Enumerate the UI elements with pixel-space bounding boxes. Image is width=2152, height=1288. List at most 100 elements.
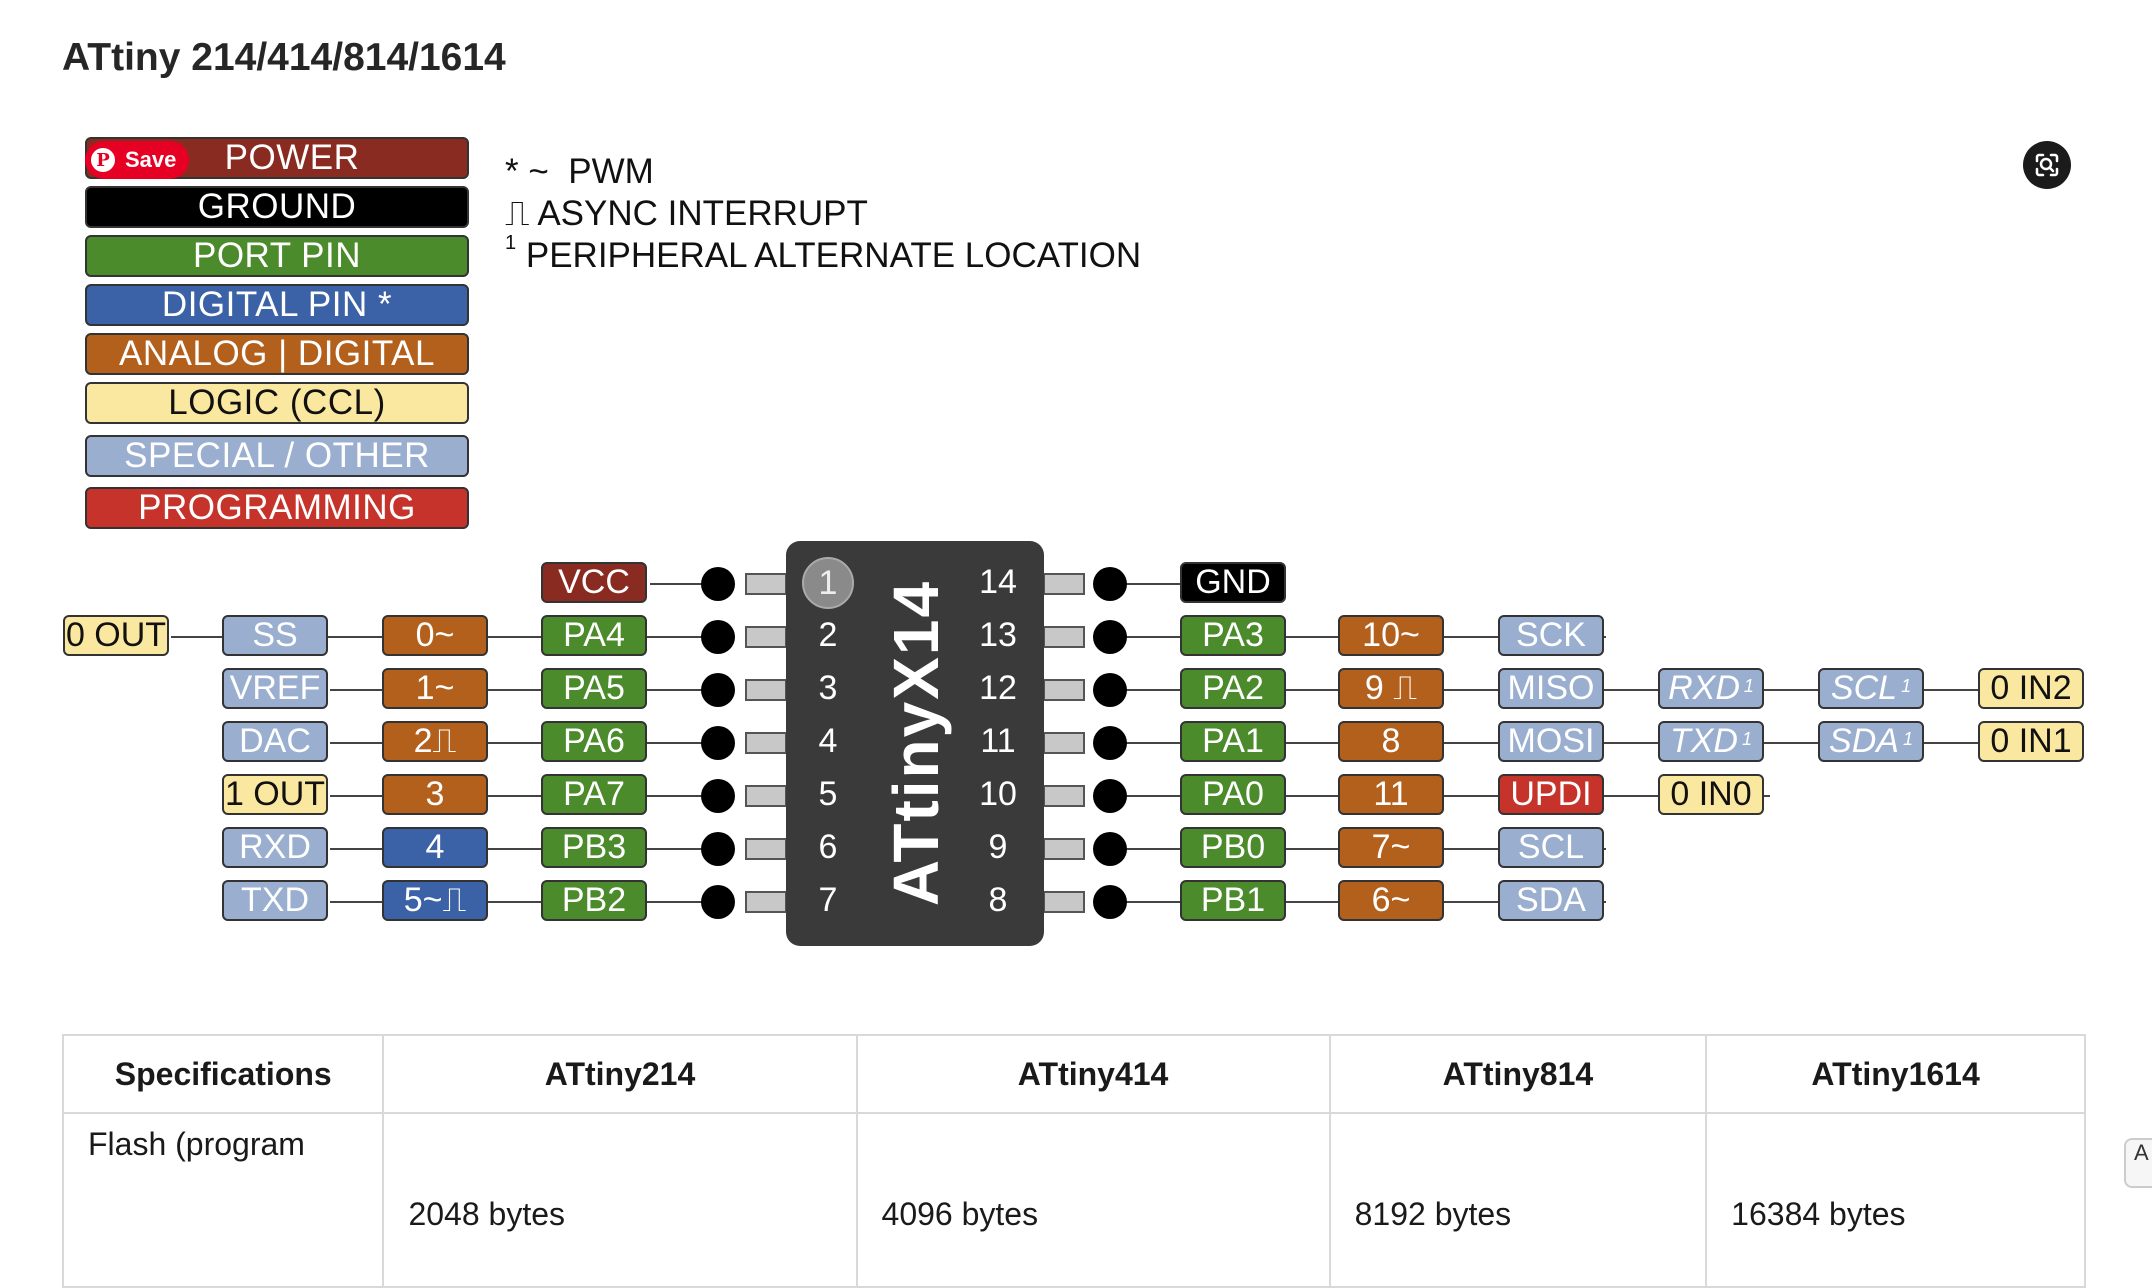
save-label: Save — [125, 147, 177, 172]
pin-digital-0: 0~ — [382, 615, 488, 656]
pin-txd-alt-label: TXD — [1669, 722, 1738, 760]
connector-line — [1110, 583, 1180, 585]
pin-pa3: PA3 — [1180, 615, 1286, 656]
pin-logic-0-out: 0 OUT — [63, 615, 169, 656]
pin-dot — [1093, 620, 1127, 654]
pin-dot — [1093, 885, 1127, 919]
pin-pa7: PA7 — [541, 774, 647, 815]
chip-label: ATtinyX14 — [880, 579, 952, 907]
pin-ss: SS — [222, 615, 328, 656]
pin-rxd-alt-label: RXD — [1668, 669, 1740, 707]
pin-vcc: VCC — [541, 562, 647, 603]
table-header: ATtiny1614 — [1705, 1034, 2086, 1114]
legend-port-pin: PORT PIN — [85, 235, 469, 277]
table-header: Specifications — [61, 1034, 385, 1114]
pin-digital-6: 6~ — [1338, 880, 1444, 921]
pin-digital-10: 10~ — [1338, 615, 1444, 656]
pin-scl-alt-label: SCL — [1830, 669, 1898, 707]
chip-pin-number: 9 — [988, 828, 1008, 866]
pin1-marker: 1 — [802, 557, 854, 609]
pin-pa5: PA5 — [541, 668, 647, 709]
pin-dac: DAC — [222, 721, 328, 762]
pin-miso: MISO — [1498, 668, 1604, 709]
connector-line — [330, 689, 721, 691]
legend-digital-pin: DIGITAL PIN * — [85, 284, 469, 326]
pin-dot — [1093, 673, 1127, 707]
pin-digital-3: 3 — [382, 774, 488, 815]
note-async: ⎍ ASYNC INTERRUPT — [505, 194, 868, 234]
pin-logic-0-in0: 0 IN0 — [1658, 774, 1764, 815]
chip-pin-number: 12 — [979, 669, 1017, 707]
chip-leg — [1043, 785, 1085, 807]
pin-logic-0-in1: 0 IN1 — [1978, 721, 2084, 762]
connector-line — [330, 901, 721, 903]
pin-gnd: GND — [1180, 562, 1286, 603]
pin-sck: SCK — [1498, 615, 1604, 656]
pin-sda: SDA — [1498, 880, 1604, 921]
alt-mark: 1 — [1901, 676, 1912, 696]
chip-leg — [1043, 891, 1085, 913]
legend-power-label: POWER — [224, 138, 360, 177]
pin-digital-1: 1~ — [382, 668, 488, 709]
pin-logic-0-in2: 0 IN2 — [1978, 668, 2084, 709]
connector-line — [650, 583, 721, 585]
chip-leg — [745, 891, 787, 913]
alt-symbol: 1 — [505, 232, 517, 254]
table-cell: 2048 bytes — [382, 1112, 858, 1288]
pin-dot — [1093, 726, 1127, 760]
table-cell: 16384 bytes — [1705, 1112, 2086, 1288]
chip-leg — [1043, 732, 1085, 754]
alt-mark: 1 — [1741, 729, 1752, 749]
visual-search-button[interactable] — [2023, 141, 2071, 189]
pin-mosi: MOSI — [1498, 721, 1604, 762]
pin-digital-2: 2⎍ — [382, 721, 488, 762]
pin-pa6: PA6 — [541, 721, 647, 762]
page-title: ATtiny 214/414/814/1614 — [62, 36, 506, 79]
chip-leg — [745, 785, 787, 807]
pin-digital-4: 4 — [382, 827, 488, 868]
pin-pb2: PB2 — [541, 880, 647, 921]
pin-pb3: PB3 — [541, 827, 647, 868]
pwm-symbol: * ~ — [505, 152, 549, 191]
pin-pa2: PA2 — [1180, 668, 1286, 709]
pin-dot — [701, 779, 735, 813]
legend-programming: PROGRAMMING — [85, 487, 469, 529]
pinterest-save-button[interactable]: P Save — [85, 141, 189, 179]
chip-leg — [745, 626, 787, 648]
alt-mark: 1 — [1743, 676, 1754, 696]
pin-scl: SCL — [1498, 827, 1604, 868]
pin-dot — [701, 726, 735, 760]
pin-pa0: PA0 — [1180, 774, 1286, 815]
pin-dot — [701, 620, 735, 654]
pin-digital-9: 9 ⎍ — [1338, 668, 1444, 709]
async-text: ASYNC INTERRUPT — [537, 194, 868, 233]
pin-vref: VREF — [222, 668, 328, 709]
chip-pin-number: 13 — [979, 616, 1017, 654]
chip-leg — [745, 732, 787, 754]
chip-pin-number: 4 — [818, 722, 838, 760]
pin-digital-8: 8 — [1338, 721, 1444, 762]
pin-dot — [1093, 567, 1127, 601]
chip-pin-number: 10 — [979, 775, 1017, 813]
pinterest-icon: P — [91, 148, 115, 172]
legend-analog-digital: ANALOG | DIGITAL — [85, 333, 469, 375]
pin-dot — [701, 885, 735, 919]
pin-txd: TXD — [222, 880, 328, 921]
pin-logic-1-out: 1 OUT — [222, 774, 328, 815]
chip-pin-number: 2 — [818, 616, 838, 654]
pin-dot — [701, 832, 735, 866]
pin-digital-11: 11 — [1338, 774, 1444, 815]
table-header: ATtiny214 — [382, 1034, 858, 1114]
chip-pin-number: 3 — [818, 669, 838, 707]
table-row: Flash (program 2048 bytes 4096 bytes 819… — [61, 1112, 2086, 1288]
pin-sda-alt-label: SDA — [1829, 722, 1899, 760]
edge-button[interactable]: A — [2124, 1138, 2152, 1188]
pin-digital-7: 7~ — [1338, 827, 1444, 868]
connector-line — [330, 795, 721, 797]
chip-pin-number: 7 — [818, 881, 838, 919]
table-header: ATtiny814 — [1328, 1034, 1708, 1114]
